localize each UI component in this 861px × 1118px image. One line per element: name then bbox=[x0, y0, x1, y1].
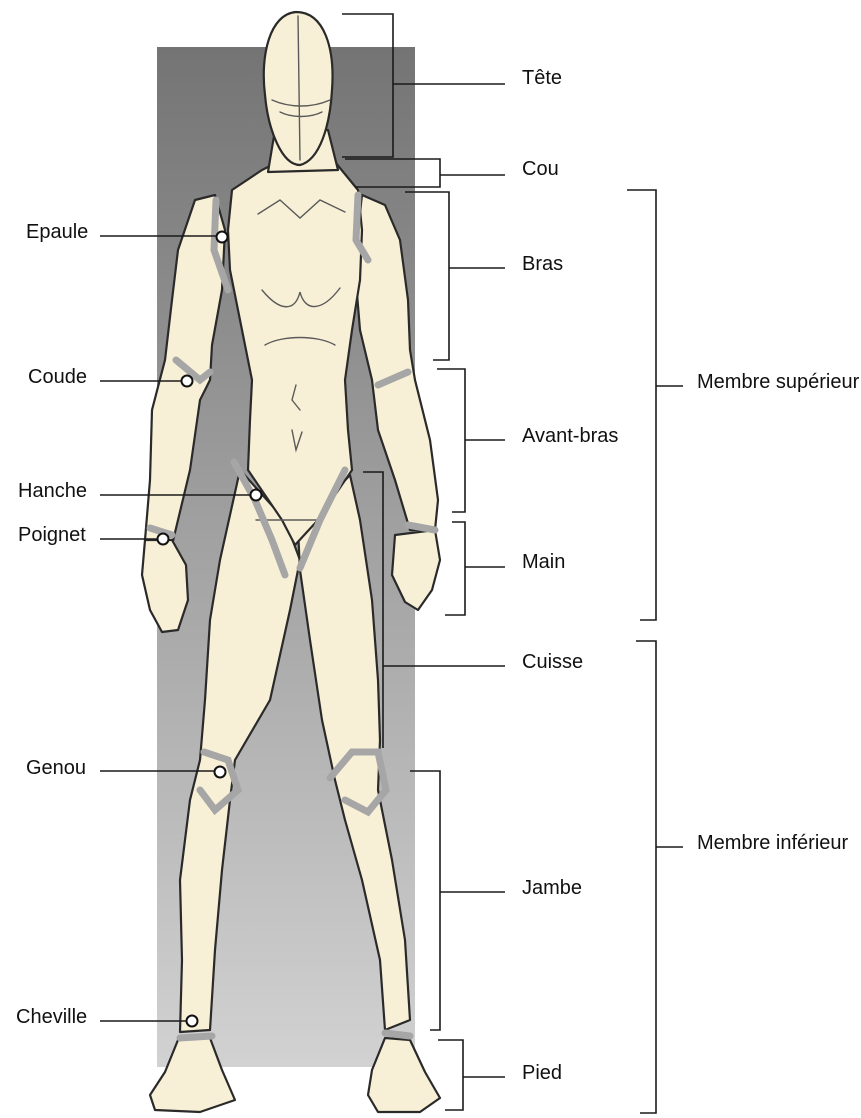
label-tete: Tête bbox=[522, 68, 562, 88]
label-main: Main bbox=[522, 552, 565, 572]
label-hanche: Hanche bbox=[18, 481, 87, 501]
hanche-marker bbox=[251, 490, 262, 501]
label-jambe: Jambe bbox=[522, 878, 582, 898]
genou-marker bbox=[215, 767, 226, 778]
cheville-marker bbox=[187, 1016, 198, 1027]
epaule-marker bbox=[217, 232, 228, 243]
coude-marker bbox=[182, 376, 193, 387]
poignet-marker bbox=[158, 534, 169, 545]
label-pied: Pied bbox=[522, 1063, 562, 1083]
label-avant-bras: Avant-bras bbox=[522, 426, 618, 446]
label-cuisse: Cuisse bbox=[522, 652, 583, 672]
label-cou: Cou bbox=[522, 159, 559, 179]
label-epaule: Epaule bbox=[26, 222, 88, 242]
label-bras: Bras bbox=[522, 254, 563, 274]
label-coude: Coude bbox=[28, 367, 87, 387]
label-cheville: Cheville bbox=[16, 1007, 87, 1027]
label-membre-superieur: Membre supérieur bbox=[697, 372, 859, 392]
label-genou: Genou bbox=[26, 758, 86, 778]
label-membre-inferieur: Membre inférieur bbox=[697, 833, 848, 853]
label-poignet: Poignet bbox=[18, 525, 86, 545]
